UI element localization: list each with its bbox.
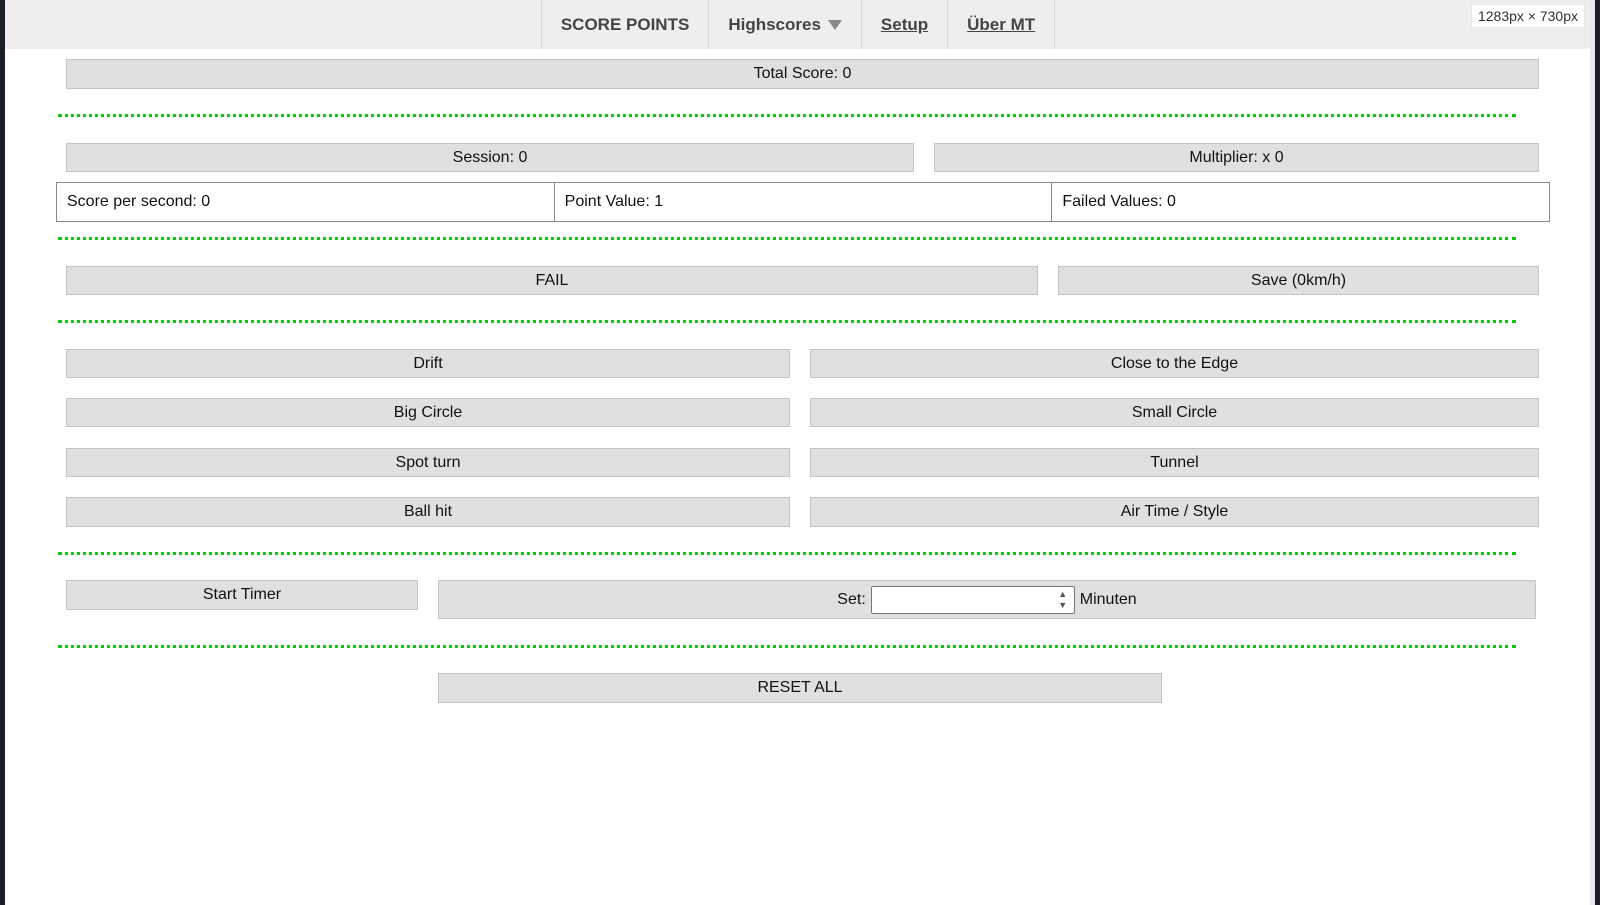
timer-minutes-field[interactable]: ▲ ▼ — [870, 585, 1075, 614]
start-timer-button[interactable]: Start Timer — [66, 580, 418, 610]
trick-close-to-edge-button[interactable]: Close to the Edge — [810, 349, 1539, 378]
top-navbar: SCORE POINTS Highscores Setup Über MT — [5, 0, 1595, 49]
total-score-button[interactable]: Total Score: 0 — [66, 59, 1539, 89]
nav-item-score-points[interactable]: SCORE POINTS — [540, 0, 708, 49]
reset-all-button[interactable]: RESET ALL — [438, 673, 1162, 703]
timer-unit-label: Minuten — [1079, 590, 1137, 608]
nav-label-score-points: SCORE POINTS — [560, 14, 690, 34]
separator-5 — [58, 645, 1516, 648]
separator-4 — [58, 552, 1516, 555]
trick-big-circle-button[interactable]: Big Circle — [66, 398, 790, 427]
window-scrollbar[interactable] — [1590, 0, 1595, 905]
score-info-row: Score per second: 0 Point Value: 1 Faile… — [56, 182, 1550, 222]
nav-item-setup[interactable]: Setup — [860, 0, 947, 49]
point-value-cell: Point Value: 1 — [555, 183, 1053, 221]
number-spinner[interactable]: ▲ ▼ — [1056, 588, 1070, 610]
viewport-size-badge: 1283px × 730px — [1470, 4, 1585, 28]
separator-1 — [58, 114, 1516, 117]
caret-down-icon — [827, 19, 842, 30]
fail-button[interactable]: FAIL — [66, 266, 1038, 295]
nav-item-highscores[interactable]: Highscores — [708, 0, 861, 49]
timer-minutes-input[interactable] — [875, 587, 1050, 614]
trick-tunnel-button[interactable]: Tunnel — [810, 448, 1539, 477]
nav-item-about[interactable]: Über MT — [947, 0, 1056, 49]
spin-up-icon[interactable]: ▲ — [1058, 588, 1068, 599]
score-per-second-cell: Score per second: 0 — [57, 183, 555, 221]
timer-set-label: Set: — [837, 590, 866, 608]
trick-small-circle-button[interactable]: Small Circle — [810, 398, 1539, 427]
trick-drift-button[interactable]: Drift — [66, 349, 790, 378]
save-button[interactable]: Save (0km/h) — [1058, 266, 1539, 295]
trick-spot-turn-button[interactable]: Spot turn — [66, 448, 790, 477]
multiplier-button[interactable]: Multiplier: x 0 — [934, 143, 1539, 172]
nav-label-setup: Setup — [880, 14, 929, 34]
session-button[interactable]: Session: 0 — [66, 143, 914, 172]
nav-label-highscores: Highscores — [728, 14, 821, 34]
spin-down-icon[interactable]: ▼ — [1058, 599, 1068, 610]
timer-set-panel: Set: ▲ ▼ Minuten — [438, 580, 1536, 619]
nav-menu: SCORE POINTS Highscores Setup Über MT — [540, 0, 1056, 49]
trick-ball-hit-button[interactable]: Ball hit — [66, 497, 790, 527]
trick-air-time-button[interactable]: Air Time / Style — [810, 497, 1539, 527]
separator-3 — [58, 320, 1516, 323]
separator-2 — [58, 237, 1516, 240]
failed-values-cell: Failed Values: 0 — [1062, 193, 1176, 210]
nav-label-about: Über MT — [967, 14, 1036, 34]
app-window: SCORE POINTS Highscores Setup Über MT 12… — [5, 0, 1595, 905]
